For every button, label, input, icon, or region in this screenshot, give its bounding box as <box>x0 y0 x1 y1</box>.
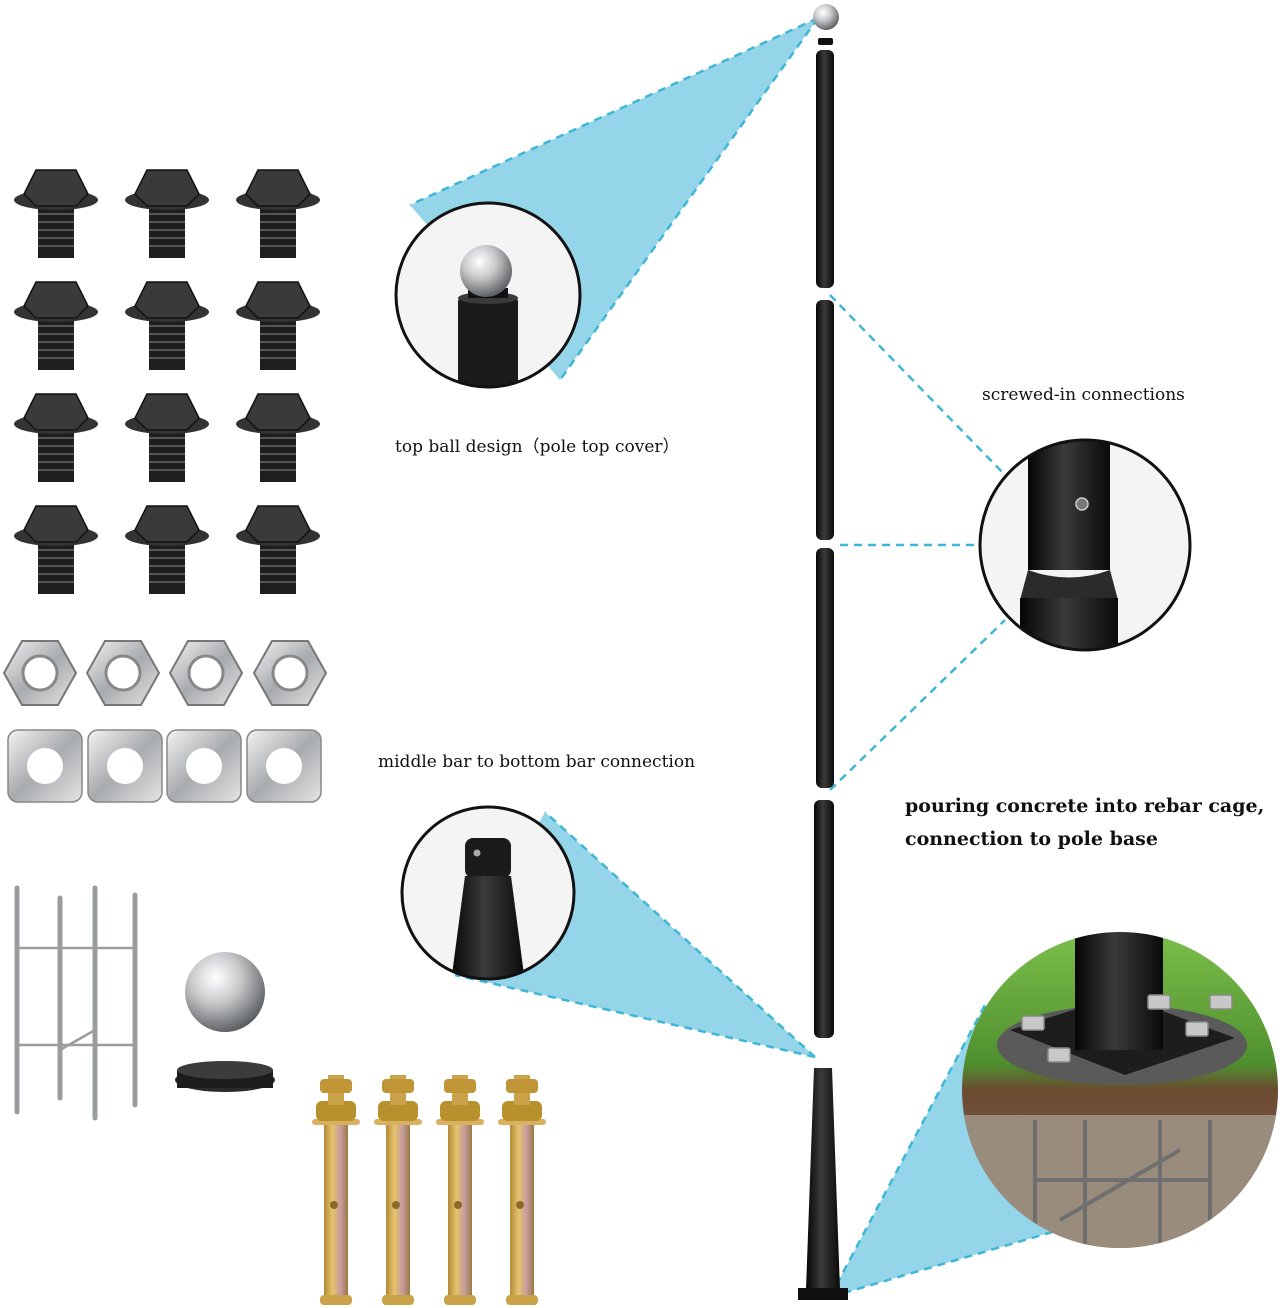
expansion-bolt <box>498 1075 546 1305</box>
flange-bolt <box>14 169 98 258</box>
flange-bolt <box>125 505 209 594</box>
square-washers <box>7 729 322 803</box>
pole-bottom-section <box>806 1068 840 1290</box>
pole-base-detail <box>962 932 1278 1248</box>
flange-bolt <box>125 393 209 482</box>
pole-top-cap <box>818 38 833 45</box>
middle-bottom-connection-label: middle bar to bottom bar connection <box>378 752 696 772</box>
pole-top-ball <box>813 4 839 30</box>
hex-nuts <box>2 640 328 706</box>
middle-bottom-connection-detail <box>400 805 576 981</box>
square-washer <box>166 729 242 803</box>
flange-bolt <box>125 281 209 370</box>
expansion-bolt <box>436 1075 484 1305</box>
screwed-connection-detail <box>978 438 1192 652</box>
rebar-cage <box>14 885 138 1121</box>
screwed-in-connections-label: screwed-in connections <box>982 385 1185 405</box>
top-ball-detail <box>394 201 582 389</box>
square-washer <box>7 729 83 803</box>
hex-nut <box>85 640 161 706</box>
flange-bolt <box>236 393 320 482</box>
hex-nut <box>252 640 328 706</box>
flange-bolt <box>14 393 98 482</box>
square-washer <box>87 729 163 803</box>
flange-bolt <box>236 169 320 258</box>
expansion-bolt <box>374 1075 422 1305</box>
pole-section-1 <box>816 50 834 288</box>
pole-base-plate <box>798 1288 848 1300</box>
pole-section-2 <box>816 300 834 540</box>
spare-top-ball <box>185 952 265 1032</box>
callout-lines <box>409 16 1231 1299</box>
pole-end-cap <box>175 1061 275 1092</box>
flange-bolt <box>14 281 98 370</box>
hex-nut <box>168 640 244 706</box>
pouring-concrete-label: pouring concrete into rebar cage, connec… <box>905 790 1264 856</box>
top-ball-design-label: top ball design（pole top cover） <box>395 437 680 457</box>
flange-bolt <box>236 505 320 594</box>
pole-section-4 <box>814 800 834 1038</box>
flange-bolt <box>236 281 320 370</box>
flagpole <box>798 4 848 1300</box>
pouring-concrete-label-line-2: connection to pole base <box>905 828 1158 850</box>
expansion-bolts <box>312 1075 546 1305</box>
flange-bolt <box>125 169 209 258</box>
pouring-concrete-label-line-1: pouring concrete into rebar cage, <box>905 795 1265 817</box>
square-washer <box>246 729 322 803</box>
pole-section-3 <box>816 548 834 788</box>
flange-bolt <box>14 505 98 594</box>
hex-nut <box>2 640 78 706</box>
flange-bolts <box>14 169 320 594</box>
expansion-bolt <box>312 1075 360 1305</box>
